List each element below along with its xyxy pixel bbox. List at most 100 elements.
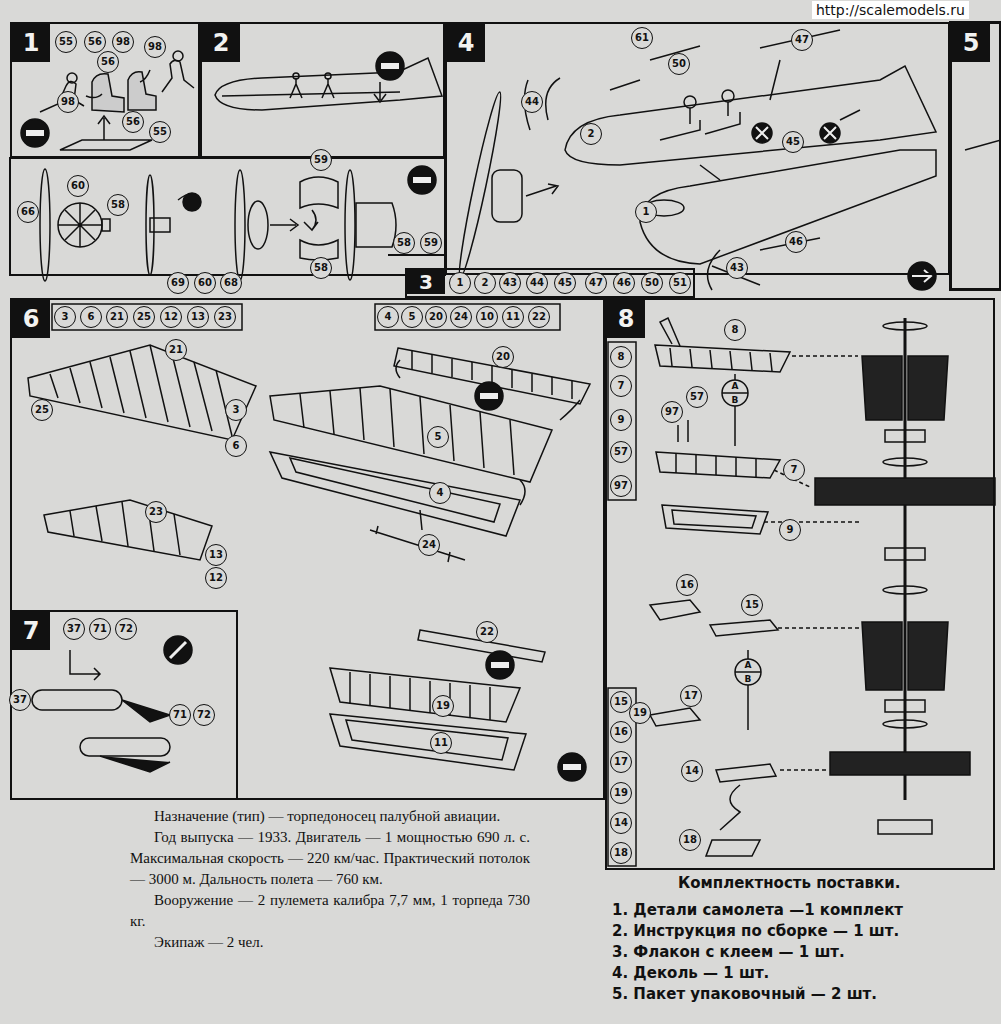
spec-paragraph: Назначение (тип) — торпедоносец палубной… bbox=[130, 806, 530, 827]
callout-number: 98 bbox=[144, 36, 166, 58]
callout-number: 5 bbox=[401, 306, 423, 328]
callout-number: 51 bbox=[669, 272, 691, 294]
callout-number: 46 bbox=[785, 231, 807, 253]
callout-number: 24 bbox=[450, 306, 472, 328]
callout-number: 45 bbox=[554, 272, 576, 294]
callout-number: 13 bbox=[187, 306, 209, 328]
callout-number: 8 bbox=[610, 346, 632, 368]
callout-number: 44 bbox=[526, 272, 548, 294]
mark-letter: В bbox=[730, 395, 740, 405]
callout-number: 16 bbox=[676, 574, 698, 596]
callout-number: 18 bbox=[679, 829, 701, 851]
callout-number: 23 bbox=[145, 501, 167, 523]
step-number: 7 bbox=[12, 612, 50, 650]
callout-number: 15 bbox=[741, 594, 763, 616]
callout-number: 20 bbox=[492, 346, 514, 368]
spec-paragraph: Вооружение — 2 пулемета калибра 7,7 мм, … bbox=[130, 890, 530, 932]
callout-number: 18 bbox=[610, 842, 632, 864]
step-panel: 8 bbox=[605, 298, 995, 870]
callout-number: 1 bbox=[635, 201, 657, 223]
callout-number: 58 bbox=[393, 232, 415, 254]
callout-number: 59 bbox=[420, 232, 442, 254]
callout-number: 71 bbox=[169, 704, 191, 726]
callout-number: 69 bbox=[167, 272, 189, 294]
callout-number: 22 bbox=[476, 621, 498, 643]
kit-item: 4. Деколь — 1 шт. bbox=[612, 963, 997, 984]
spec-paragraph: Год выпуска — 1933. Двигатель — 1 мощнос… bbox=[130, 827, 530, 890]
callout-number: 10 bbox=[476, 306, 498, 328]
callout-number: 72 bbox=[115, 618, 137, 640]
callout-number: 43 bbox=[499, 272, 521, 294]
callout-number: 50 bbox=[668, 53, 690, 75]
callout-number: 3 bbox=[54, 306, 76, 328]
callout-number: 25 bbox=[31, 399, 53, 421]
callout-number: 6 bbox=[225, 435, 247, 457]
callout-number: 11 bbox=[502, 306, 524, 328]
step-number: 3 bbox=[407, 270, 445, 294]
kit-list: Комплектность поставки. 1. Детали самолет… bbox=[612, 874, 997, 1005]
callout-number: 12 bbox=[205, 567, 227, 589]
callout-number: 60 bbox=[194, 272, 216, 294]
callout-number: 58 bbox=[107, 194, 129, 216]
step-panel: 4 bbox=[445, 22, 950, 275]
callout-number: 57 bbox=[610, 441, 632, 463]
step-panel: 2 bbox=[200, 22, 445, 158]
callout-number: 66 bbox=[17, 201, 39, 223]
callout-number: 14 bbox=[681, 760, 703, 782]
callout-number: 37 bbox=[63, 618, 85, 640]
callout-number: 17 bbox=[680, 685, 702, 707]
callout-number: 19 bbox=[610, 782, 632, 804]
callout-number: 55 bbox=[149, 121, 171, 143]
callout-number: 16 bbox=[610, 721, 632, 743]
callout-number: 20 bbox=[425, 306, 447, 328]
kit-heading: Комплектность поставки. bbox=[678, 874, 997, 892]
callout-number: 58 bbox=[310, 257, 332, 279]
callout-number: 55 bbox=[55, 31, 77, 53]
callout-number: 59 bbox=[310, 149, 332, 171]
callout-number: 14 bbox=[610, 812, 632, 834]
callout-number: 56 bbox=[122, 111, 144, 133]
callout-number: 68 bbox=[220, 272, 242, 294]
step-number: 5 bbox=[952, 24, 990, 62]
watermark: http://scalemodels.ru bbox=[812, 1, 969, 19]
callout-number: 2 bbox=[474, 272, 496, 294]
callout-number: 45 bbox=[782, 131, 804, 153]
step-number: 1 bbox=[12, 24, 50, 62]
callout-number: 19 bbox=[629, 702, 651, 724]
kit-item: 5. Пакет упаковочный — 2 шт. bbox=[612, 984, 997, 1005]
callout-number: 44 bbox=[521, 91, 543, 113]
callout-number: 56 bbox=[84, 31, 106, 53]
callout-number: 22 bbox=[528, 306, 550, 328]
kit-item: 2. Инструкция по сборке — 1 шт. bbox=[612, 921, 997, 942]
callout-number: 98 bbox=[112, 31, 134, 53]
callout-number: 97 bbox=[661, 401, 683, 423]
callout-number: 60 bbox=[67, 175, 89, 197]
callout-number: 46 bbox=[613, 272, 635, 294]
step-number: 2 bbox=[202, 24, 240, 62]
callout-number: 1 bbox=[449, 272, 471, 294]
callout-number: 17 bbox=[610, 751, 632, 773]
callout-number: 21 bbox=[165, 339, 187, 361]
callout-number: 11 bbox=[430, 732, 452, 754]
callout-number: 24 bbox=[418, 534, 440, 556]
callout-number: 71 bbox=[89, 618, 111, 640]
mark-letter: А bbox=[730, 381, 740, 391]
kit-item: 1. Детали самолета —1 комплект bbox=[612, 900, 997, 921]
step-number: 6 bbox=[12, 300, 50, 338]
callout-number: 25 bbox=[133, 306, 155, 328]
mark-letter: В bbox=[743, 674, 753, 684]
kit-item: 3. Флакон с клеем — 1 шт. bbox=[612, 942, 997, 963]
callout-number: 3 bbox=[225, 399, 247, 421]
callout-number: 13 bbox=[205, 544, 227, 566]
callout-number: 9 bbox=[610, 409, 632, 431]
step-panel: 5 bbox=[950, 22, 1001, 290]
callout-number: 23 bbox=[214, 306, 236, 328]
callout-number: 5 bbox=[427, 426, 449, 448]
callout-number: 57 bbox=[686, 386, 708, 408]
callout-number: 19 bbox=[432, 695, 454, 717]
callout-number: 15 bbox=[610, 691, 632, 713]
callout-number: 50 bbox=[641, 272, 663, 294]
callout-number: 4 bbox=[429, 482, 451, 504]
callout-number: 21 bbox=[106, 306, 128, 328]
callout-number: 9 bbox=[779, 519, 801, 541]
